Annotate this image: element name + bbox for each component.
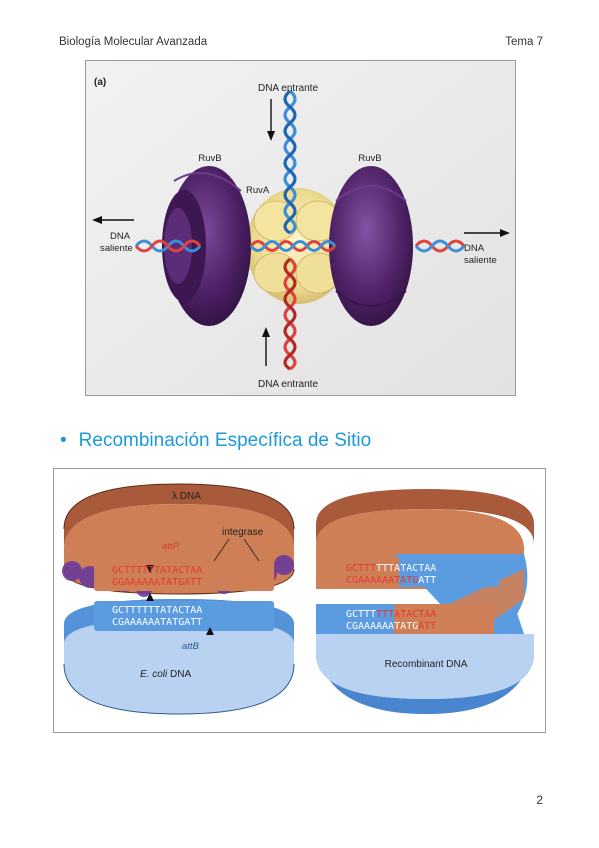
panel-label: (a) xyxy=(94,77,106,88)
label-lambda-dna: λ DNA xyxy=(172,491,201,502)
running-header-title: Biología Molecular Avanzada xyxy=(59,36,208,48)
seq-part: TTTATACTAA xyxy=(376,609,436,620)
recombinant-band-d xyxy=(394,604,494,634)
seq-part: ATT xyxy=(418,575,436,586)
page-number: 2 xyxy=(536,793,543,807)
recombinant-band-b xyxy=(399,557,499,587)
label-ecoli-name: E. coli xyxy=(140,669,168,680)
label-ecoli-suffix: DNA xyxy=(167,669,191,680)
label-dna-right-2: saliente xyxy=(464,255,497,266)
arrow-out-left xyxy=(92,216,134,224)
running-header-chapter: Tema 7 xyxy=(505,36,543,48)
arrow-in-top xyxy=(267,99,275,141)
recombinant-seq-1: GCTTTTTTATACTAA xyxy=(346,563,436,574)
recombinant-ribbon xyxy=(316,489,534,714)
seq-part: CGAAAAAATATG xyxy=(346,575,418,586)
integrase-leader xyxy=(243,538,260,562)
recombination-illustration: GCTTTTTTATACTAA GGAAAAAATATGATT GCTTTTTT… xyxy=(62,483,534,715)
recombinant-seq-3: GCTTTTTTATACTAA xyxy=(346,609,436,620)
section-heading: • Recombinación Específica de Sitio xyxy=(60,430,371,452)
attp-seq-bottom: GGAAAAAATATGATT xyxy=(112,577,202,588)
recombinant-seq-2: CGAAAAAATATGATT xyxy=(346,575,436,586)
arrow-out-right xyxy=(464,229,510,237)
dna-vertical-bottom xyxy=(283,257,297,371)
ruvab-illustration: (a) DNA entrante DNA entrante RuvB RuvB … xyxy=(86,61,515,395)
label-attb: attB xyxy=(182,641,200,652)
dna-horizontal-center xyxy=(249,240,337,252)
integrase-leader xyxy=(213,538,230,562)
label-dna-entrante-bottom: DNA entrante xyxy=(258,379,318,390)
cut-site-marker xyxy=(146,565,154,573)
attb-band xyxy=(94,601,274,631)
label-integrase: integrase xyxy=(222,527,264,538)
seq-part: ATT xyxy=(418,621,436,632)
site-specific-recombination-figure: GCTTTTTTATACTAA GGAAAAAATATGATT GCTTTTTT… xyxy=(53,468,546,733)
seq-part: TTTATACTAA xyxy=(376,563,436,574)
recombinant-band-c xyxy=(339,604,394,634)
seq-part: CGAAAAAATATG xyxy=(346,621,418,632)
ruvab-figure: (a) DNA entrante DNA entrante RuvB RuvB … xyxy=(85,60,516,396)
label-ruva: RuvA xyxy=(246,185,270,196)
section-title: Recombinación Específica de Sitio xyxy=(78,430,372,451)
label-ecoli-dna: E. coli DNA xyxy=(140,669,191,680)
ruvb-right-protein xyxy=(329,166,413,326)
label-recombinant-dna: Recombinant DNA xyxy=(385,659,468,670)
label-dna-right-1: DNA xyxy=(464,243,485,254)
dna-horizontal-left xyxy=(134,239,202,253)
label-ruvb-right: RuvB xyxy=(358,153,381,164)
bullet-marker: • xyxy=(60,430,67,451)
cut-site-marker xyxy=(146,593,154,601)
label-dna-entrante-top: DNA entrante xyxy=(258,83,318,94)
ruva-protein xyxy=(246,188,350,304)
recombinant-seq-4: CGAAAAAATATGATT xyxy=(346,621,436,632)
label-dna-left-1: DNA xyxy=(110,231,131,242)
ruvb-left-protein xyxy=(162,166,251,326)
label-attp: attP xyxy=(162,541,180,552)
dna-horizontal-right xyxy=(414,239,466,253)
label-dna-left-2: saliente xyxy=(100,243,133,254)
attb-seq-top: GCTTTTTTATACTAA xyxy=(112,605,202,616)
dna-vertical-top xyxy=(283,89,297,235)
recombinant-band-a xyxy=(339,557,399,587)
label-ruvb-left: RuvB xyxy=(198,153,221,164)
attb-seq-bottom: CGAAAAAATATGATT xyxy=(112,617,202,628)
attp-band xyxy=(94,561,274,591)
seq-part: GCTTT xyxy=(346,563,376,574)
seq-part: GCTTT xyxy=(346,609,376,620)
attp-seq-top: GCTTTTTTATACTAA xyxy=(112,565,202,576)
arrow-in-bottom xyxy=(262,327,270,366)
cut-site-marker xyxy=(206,627,214,635)
